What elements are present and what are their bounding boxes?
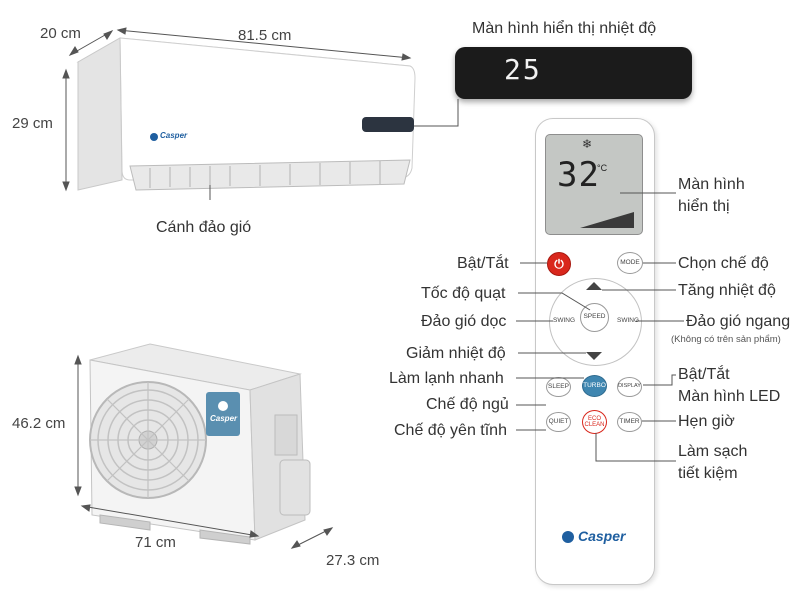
callout-eco-line2: tiết kiệm — [678, 465, 738, 482]
quiet-button[interactable]: QUIET — [546, 412, 571, 432]
power-button[interactable]: ⏻ — [547, 252, 571, 276]
indoor-unit-drawing — [76, 37, 416, 191]
callout-eco-line1: Làm sạch — [678, 443, 748, 460]
remote-brand: Casper — [578, 528, 626, 544]
horizontal-swing-button[interactable]: SWING — [617, 317, 640, 324]
callout-power: Bật/Tắt — [457, 255, 509, 272]
callout-quiet: Chế độ yên tĩnh — [394, 422, 507, 439]
display-panel-value: 25 — [504, 53, 542, 86]
outdoor-unit-drawing — [89, 343, 311, 545]
callout-sleep: Chế độ ngủ — [426, 396, 509, 413]
outdoor-width-label: 71 cm — [135, 534, 176, 551]
callout-turbo: Làm lạnh nhanh — [389, 370, 504, 387]
indoor-height-label: 29 cm — [12, 115, 53, 132]
callout-vertical-swing: Đảo gió dọc — [421, 313, 507, 330]
callout-temp-up: Tăng nhiệt độ — [678, 282, 776, 299]
callout-timer: Hẹn giờ — [678, 413, 735, 430]
display-panel — [455, 47, 692, 99]
callout-screen-line1: Màn hình — [678, 176, 745, 193]
callout-fan-speed: Tốc độ quạt — [421, 285, 506, 302]
remote-logo-icon — [562, 531, 574, 543]
speed-button[interactable]: SPEED — [580, 303, 609, 332]
eco-clean-button[interactable]: ECO CLEAN — [582, 410, 607, 434]
callout-horizontal-swing-note: (Không có trên sản phẩm) — [671, 334, 781, 345]
temp-down-button[interactable] — [586, 352, 602, 360]
indoor-depth-label: 20 cm — [40, 25, 81, 42]
outdoor-brand-logo: Casper — [210, 414, 238, 423]
timer-button[interactable]: TIMER — [617, 412, 642, 432]
louver-label: Cánh đảo gió — [156, 219, 252, 236]
temp-up-button[interactable] — [586, 282, 602, 290]
remote-screen-value: 32 — [557, 155, 600, 195]
turbo-button[interactable]: TURBO — [582, 375, 607, 397]
mode-button[interactable]: MODE — [617, 252, 643, 274]
indoor-brand-logo: Casper — [160, 131, 188, 140]
vertical-swing-button[interactable]: SWING — [553, 317, 576, 324]
outdoor-height-label: 46.2 cm — [12, 415, 66, 432]
callout-display-line1: Bật/Tắt — [678, 366, 730, 383]
callout-screen-line2: hiển thị — [678, 198, 730, 215]
display-button[interactable]: DISPLAY — [617, 377, 642, 397]
remote-dpad — [549, 278, 642, 366]
callout-temp-down: Giảm nhiệt độ — [406, 345, 506, 362]
outdoor-depth-label: 27.3 cm — [326, 552, 380, 569]
callout-horizontal-swing: Đảo gió ngang — [686, 313, 791, 330]
callout-display-line2: Màn hình LED — [678, 388, 781, 405]
indoor-dimension-lines — [62, 27, 412, 200]
snowflake-icon: ❄ — [582, 137, 593, 151]
display-panel-title: Màn hình hiển thị nhiệt độ — [472, 20, 657, 37]
indoor-width-label: 81.5 cm — [238, 27, 292, 44]
remote-screen-unit: °C — [597, 163, 608, 173]
callout-mode: Chọn chế độ — [678, 255, 769, 272]
